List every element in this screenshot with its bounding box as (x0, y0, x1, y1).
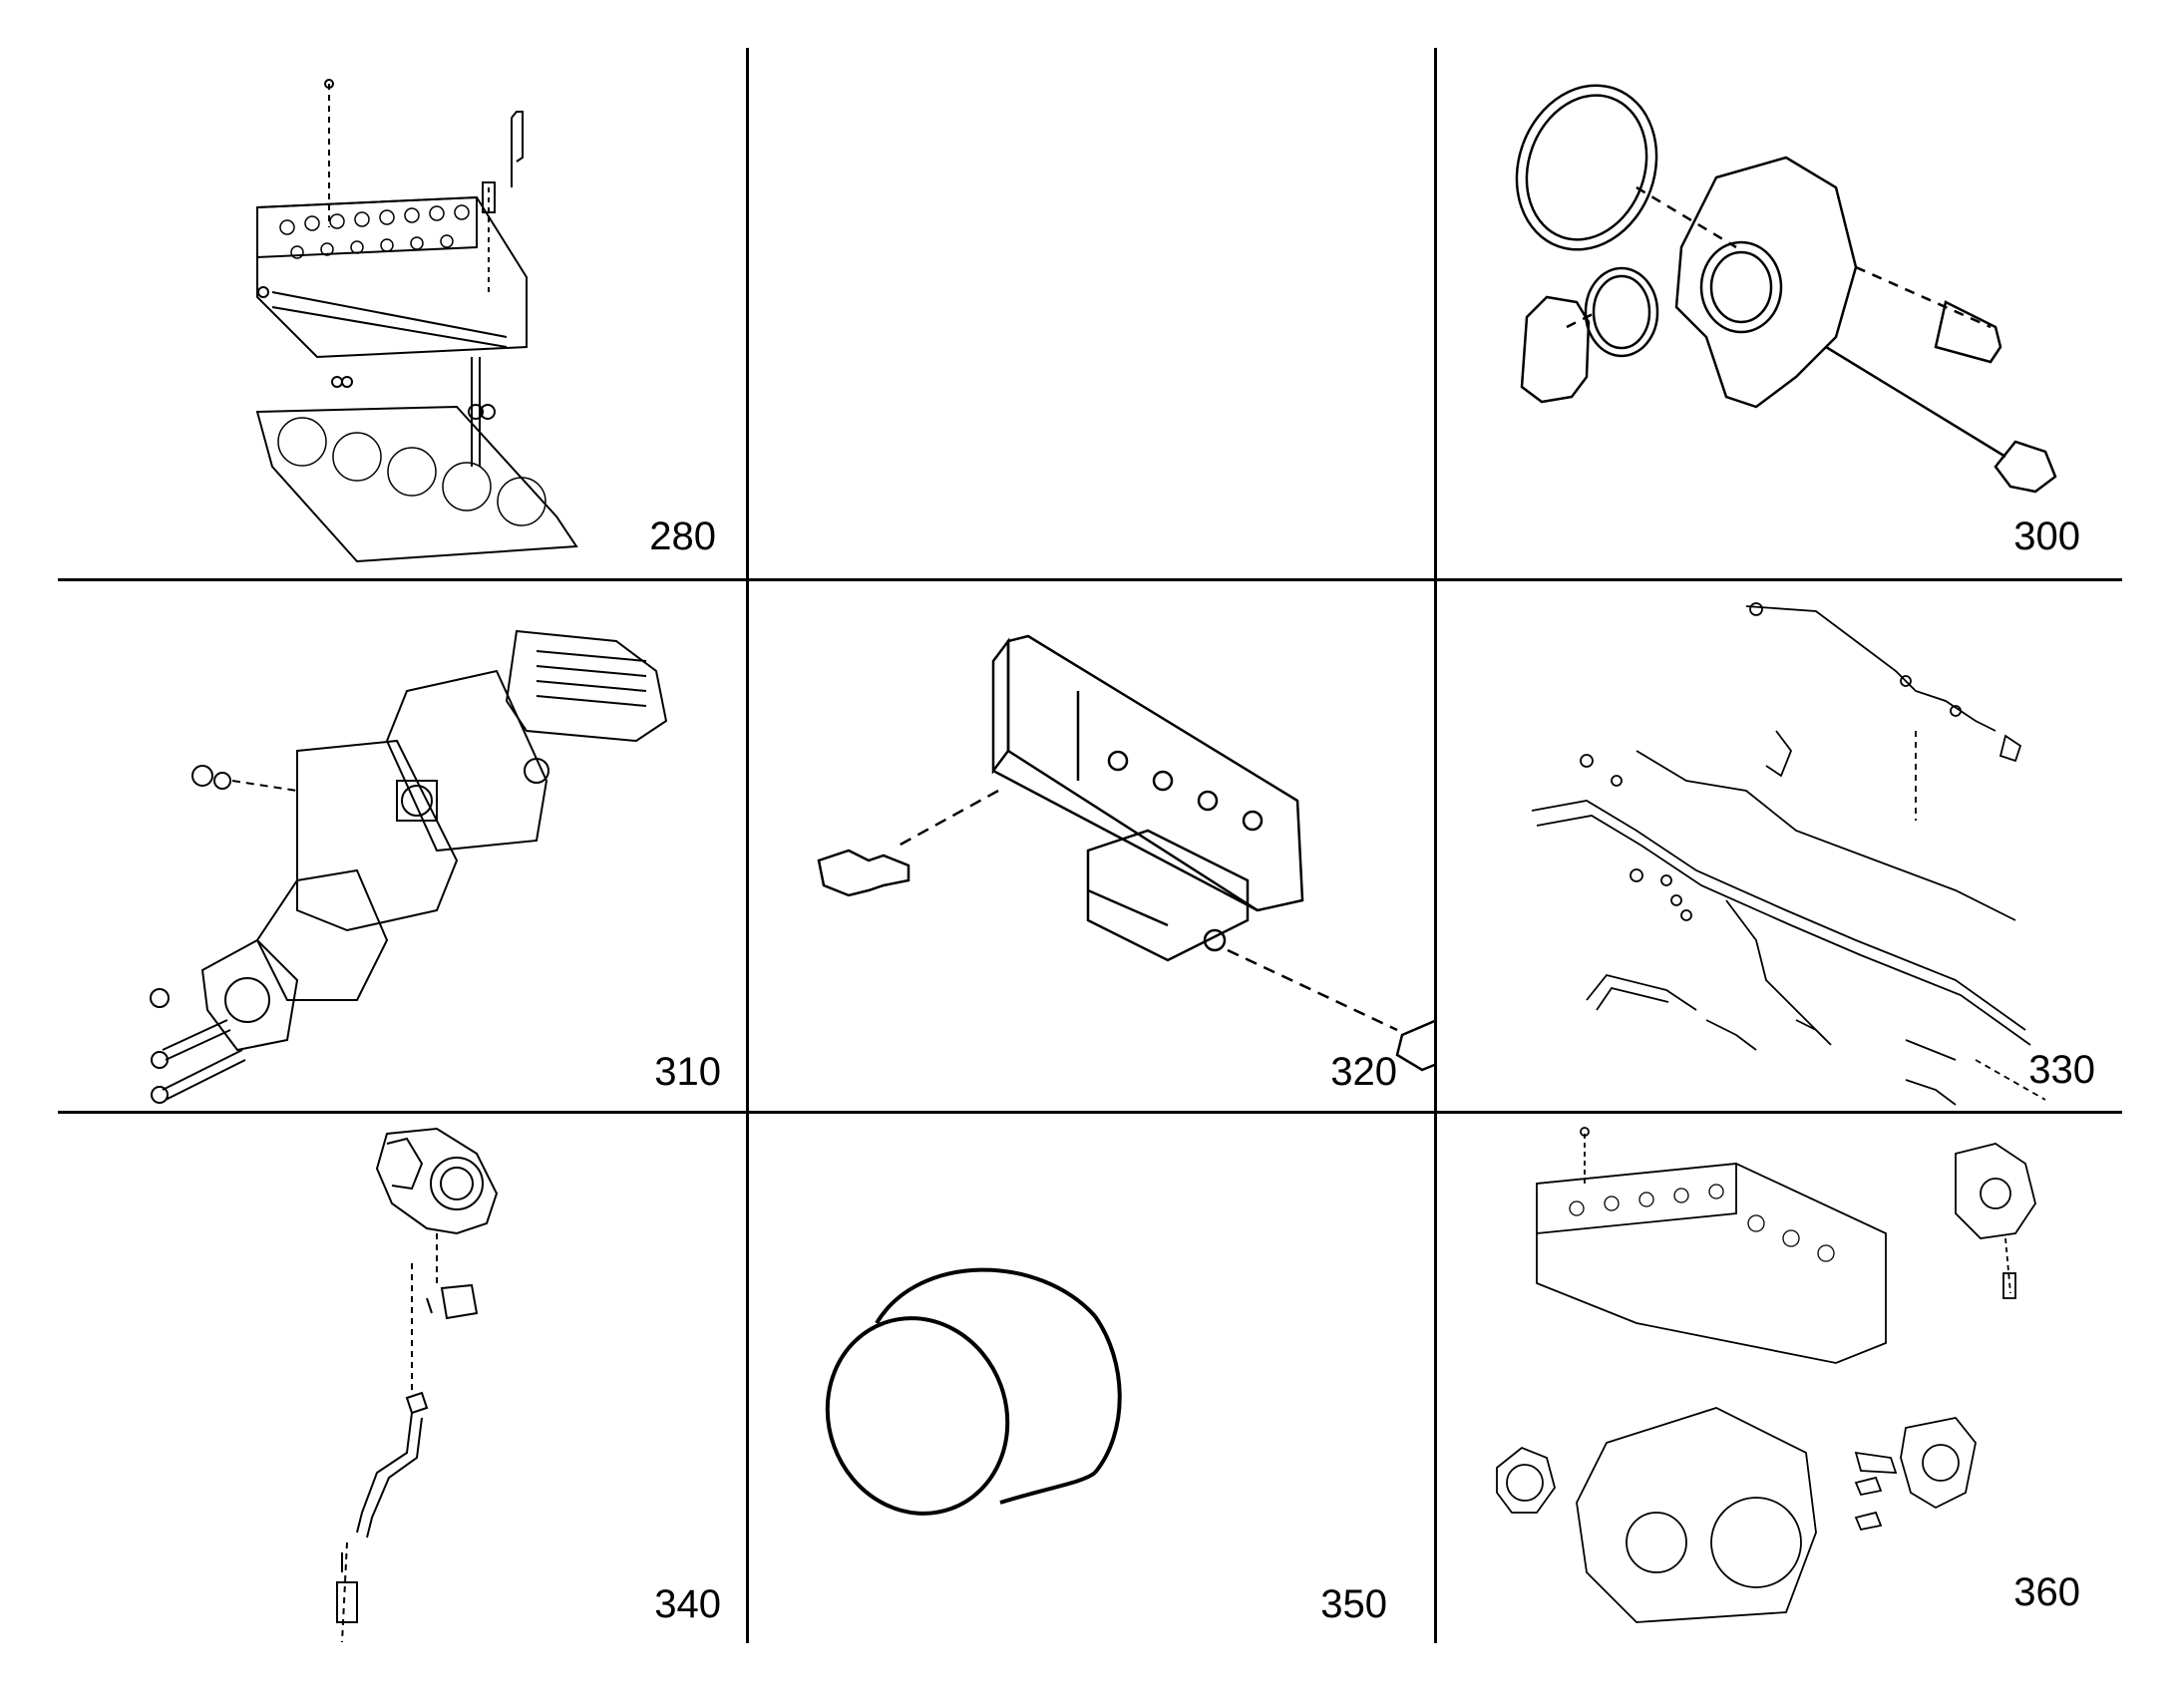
cell-360[interactable]: 360 (1437, 1114, 2122, 1643)
cell-empty (749, 48, 1434, 578)
mounting-bracket-icon (817, 634, 1434, 1072)
part-number-label: 320 (1330, 1050, 1397, 1094)
part-number-label: 310 (654, 1050, 721, 1094)
grid-divider-vertical-2 (1434, 48, 1437, 1643)
part-number-label: 340 (654, 1582, 721, 1626)
oil-cooler-assembly-icon (150, 629, 668, 1104)
cell-300[interactable]: 300 (1437, 48, 2122, 578)
grid-divider-horizontal-1 (58, 578, 2122, 581)
cell-350[interactable]: 350 (749, 1114, 1434, 1643)
thermostat-housing-icon (1515, 84, 2057, 494)
grid-divider-horizontal-2 (58, 1111, 2122, 1114)
cylinder-head-assembly-icon (255, 79, 578, 563)
cell-280[interactable]: 280 (58, 48, 746, 578)
part-number-label: 330 (2028, 1048, 2095, 1092)
engine-block-components-icon (1496, 1127, 2036, 1623)
parts-grid: 280 300 (58, 48, 2122, 1643)
cell-320[interactable]: 320 (749, 581, 1434, 1111)
turbocharger-oil-line-icon (336, 1127, 499, 1643)
part-number-label: 350 (1320, 1582, 1387, 1626)
cell-330[interactable]: 330 (1437, 581, 2122, 1111)
fuel-lines-icon (1531, 602, 2046, 1106)
part-number-label: 300 (2013, 514, 2080, 558)
part-number-label: 280 (649, 514, 716, 558)
part-number-label: 360 (2013, 1570, 2080, 1614)
cylindrical-filter-icon (825, 1267, 1122, 1516)
cell-340[interactable]: 340 (58, 1114, 746, 1643)
grid-divider-vertical-1 (746, 48, 749, 1643)
cell-310[interactable]: 310 (58, 581, 746, 1111)
